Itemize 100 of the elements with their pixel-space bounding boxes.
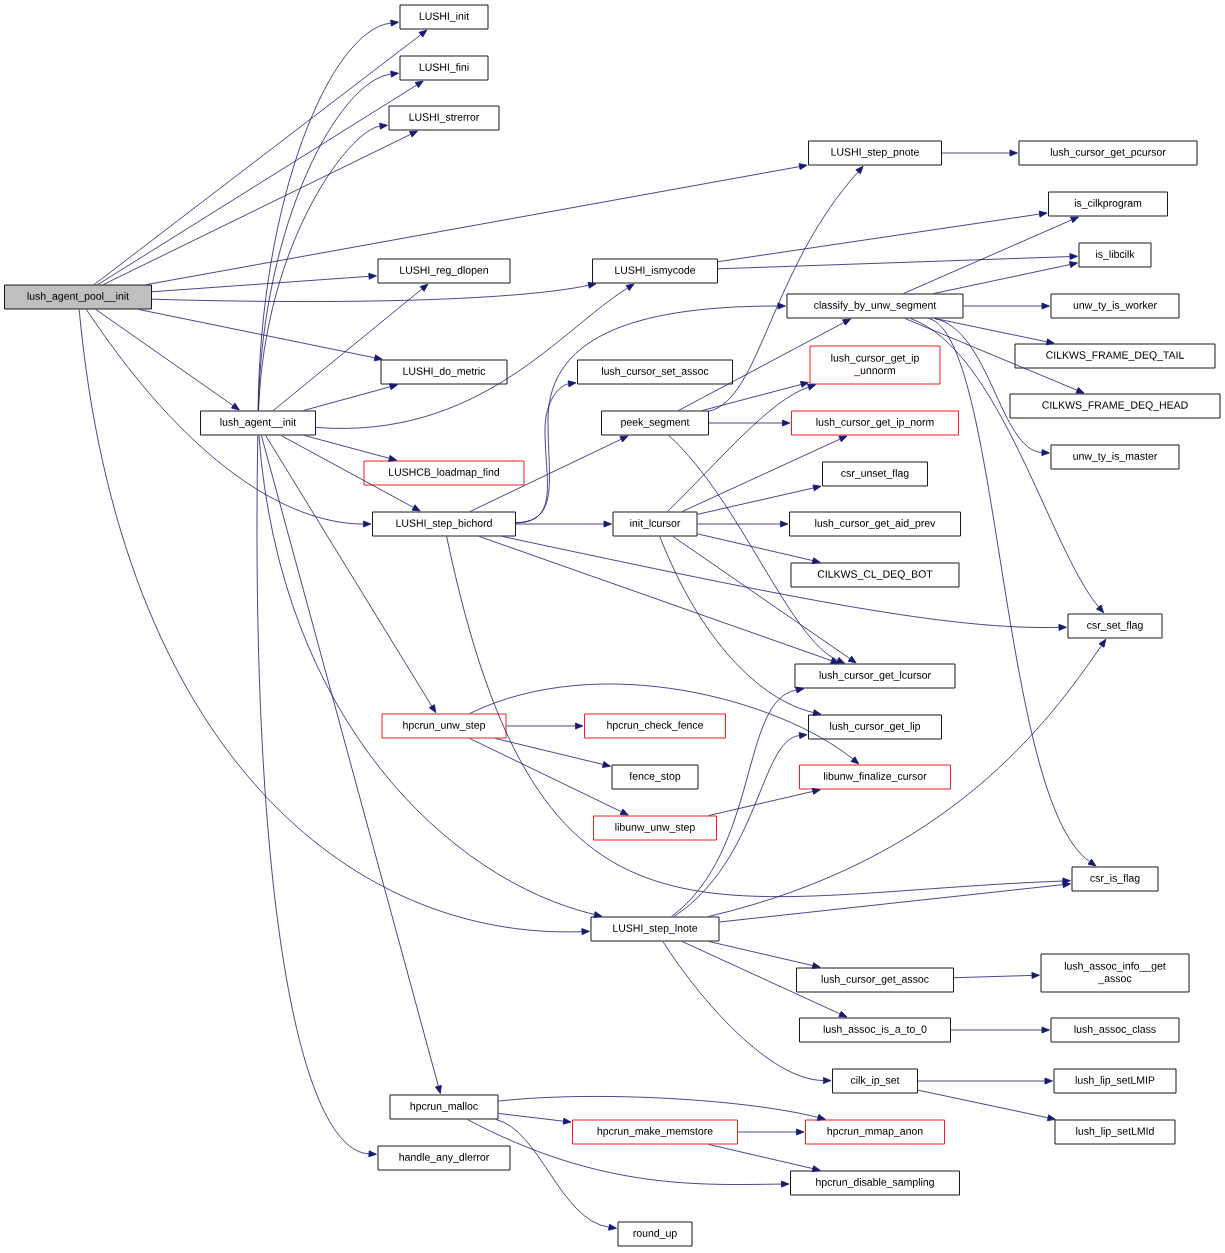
function-box: unw_ty_is_worker xyxy=(1050,293,1180,319)
function-box: lush_cursor_set_assoc xyxy=(577,359,733,385)
arrow xyxy=(928,318,1097,867)
arrow xyxy=(701,381,809,411)
arrow xyxy=(667,383,816,512)
arrow xyxy=(97,80,424,285)
function-box: LUSHI_ismycode xyxy=(592,258,718,284)
function-box: hpcrun_unw_step xyxy=(381,713,507,739)
arrow xyxy=(151,272,377,293)
function-box: LUSHI_step_bichord xyxy=(372,511,516,537)
arrow xyxy=(498,1113,572,1125)
function-box: LUSHI_do_metric xyxy=(380,359,508,385)
arrow xyxy=(280,435,421,512)
arrow xyxy=(909,318,1105,614)
function-box: csr_is_flag xyxy=(1071,866,1159,892)
function-box: LUSHI_reg_dlopen xyxy=(377,258,511,284)
function-box: LUSHI_step_lnote xyxy=(590,916,720,942)
arrow xyxy=(469,738,629,816)
arrow xyxy=(93,29,428,285)
function-box: lush_lip_setLMId xyxy=(1054,1119,1176,1145)
arrow xyxy=(501,536,1067,631)
function-box: hpcrun_mmap_anon xyxy=(805,1119,945,1145)
function-box: is_libcilk xyxy=(1078,242,1152,268)
arrow xyxy=(95,309,240,411)
arrow xyxy=(697,533,821,564)
arrow xyxy=(708,788,821,816)
function-box: lush_cursor_get_ip _unnorm xyxy=(809,345,941,385)
arrow xyxy=(678,318,851,411)
function-box: peek_segment xyxy=(601,410,709,436)
arrow xyxy=(708,941,821,969)
arrow xyxy=(662,941,832,1084)
function-box: csr_unset_flag xyxy=(822,461,928,487)
arrow xyxy=(272,283,429,411)
function-box: lush_assoc_class xyxy=(1050,1017,1180,1043)
arrow xyxy=(950,1026,1050,1034)
function-box: lush_cursor_get_ip_norm xyxy=(791,410,959,436)
arrow xyxy=(681,941,848,1018)
arrow xyxy=(671,686,805,917)
function-box: lush_lip_setLMIP xyxy=(1053,1068,1177,1094)
arrow xyxy=(941,149,1018,157)
arrow xyxy=(303,435,398,462)
function-box: lush_cursor_get_assoc xyxy=(796,967,954,993)
arrow xyxy=(495,738,611,768)
function-box: lush_agent_pool__init xyxy=(4,284,152,310)
arrow xyxy=(934,318,1055,346)
arrow xyxy=(515,520,612,528)
arrow xyxy=(78,309,590,936)
function-box: lush_assoc_info__get _assoc xyxy=(1040,953,1190,993)
arrow xyxy=(315,283,635,429)
function-box: hpcrun_malloc xyxy=(389,1094,499,1120)
function-box: classify_by_unw_segment xyxy=(786,293,964,319)
function-box: lush_cursor_get_aid_prev xyxy=(789,511,961,537)
arrow xyxy=(737,1128,805,1136)
function-box: lush_cursor_get_lcursor xyxy=(794,663,956,689)
function-box: hpcrun_check_fence xyxy=(584,713,726,739)
arrow xyxy=(469,435,629,512)
arrow xyxy=(103,130,418,285)
arrow xyxy=(668,435,845,664)
arrow xyxy=(478,536,840,664)
arrow xyxy=(917,1077,1053,1085)
arrow xyxy=(258,122,388,411)
arrow xyxy=(719,881,1071,923)
arrow xyxy=(953,972,1040,979)
arrow xyxy=(146,163,808,285)
arrow xyxy=(717,253,1078,270)
function-box: lush_cursor_get_pcursor xyxy=(1018,140,1198,166)
arrow xyxy=(717,210,1048,263)
function-box: handle_any_dlerror xyxy=(377,1145,511,1171)
arrow xyxy=(708,1144,821,1172)
function-box: lush_cursor_get_lip xyxy=(808,714,942,740)
function-box: LUSHI_fini xyxy=(399,55,489,81)
function-box: hpcrun_make_memstore xyxy=(572,1119,738,1145)
arrow xyxy=(469,683,860,765)
function-box: CILKWS_FRAME_DEQ_TAIL xyxy=(1014,343,1216,369)
arrow xyxy=(265,435,437,713)
function-box: lush_assoc_is_a_to_0 xyxy=(799,1017,951,1043)
arrow xyxy=(673,732,808,917)
arrow xyxy=(260,435,442,1094)
function-box: cilk_ip_set xyxy=(832,1068,918,1094)
arrow xyxy=(467,1119,790,1188)
arrow xyxy=(515,302,786,524)
function-box: fence_stop xyxy=(611,764,699,790)
function-box: unw_ty_is_master xyxy=(1050,444,1180,470)
function-box: LUSHCB_loadmap_find xyxy=(363,460,525,486)
arrow xyxy=(446,536,1071,897)
function-box: hpcrun_disable_sampling xyxy=(790,1170,960,1196)
arrow xyxy=(506,722,584,730)
arrow xyxy=(933,261,1078,294)
function-box: LUSHI_strerror xyxy=(388,105,500,131)
arrow xyxy=(659,536,822,716)
function-box: CILKWS_FRAME_DEQ_HEAD xyxy=(1009,393,1221,419)
arrow xyxy=(697,520,789,528)
arrow xyxy=(495,1119,617,1231)
function-box: lush_agent__init xyxy=(200,410,316,436)
arrow xyxy=(708,165,864,412)
arrow xyxy=(138,309,383,362)
arrow xyxy=(963,302,1050,310)
function-box: round_up xyxy=(617,1221,693,1247)
arrow xyxy=(903,216,1079,294)
function-box: csr_set_flag xyxy=(1067,613,1163,639)
